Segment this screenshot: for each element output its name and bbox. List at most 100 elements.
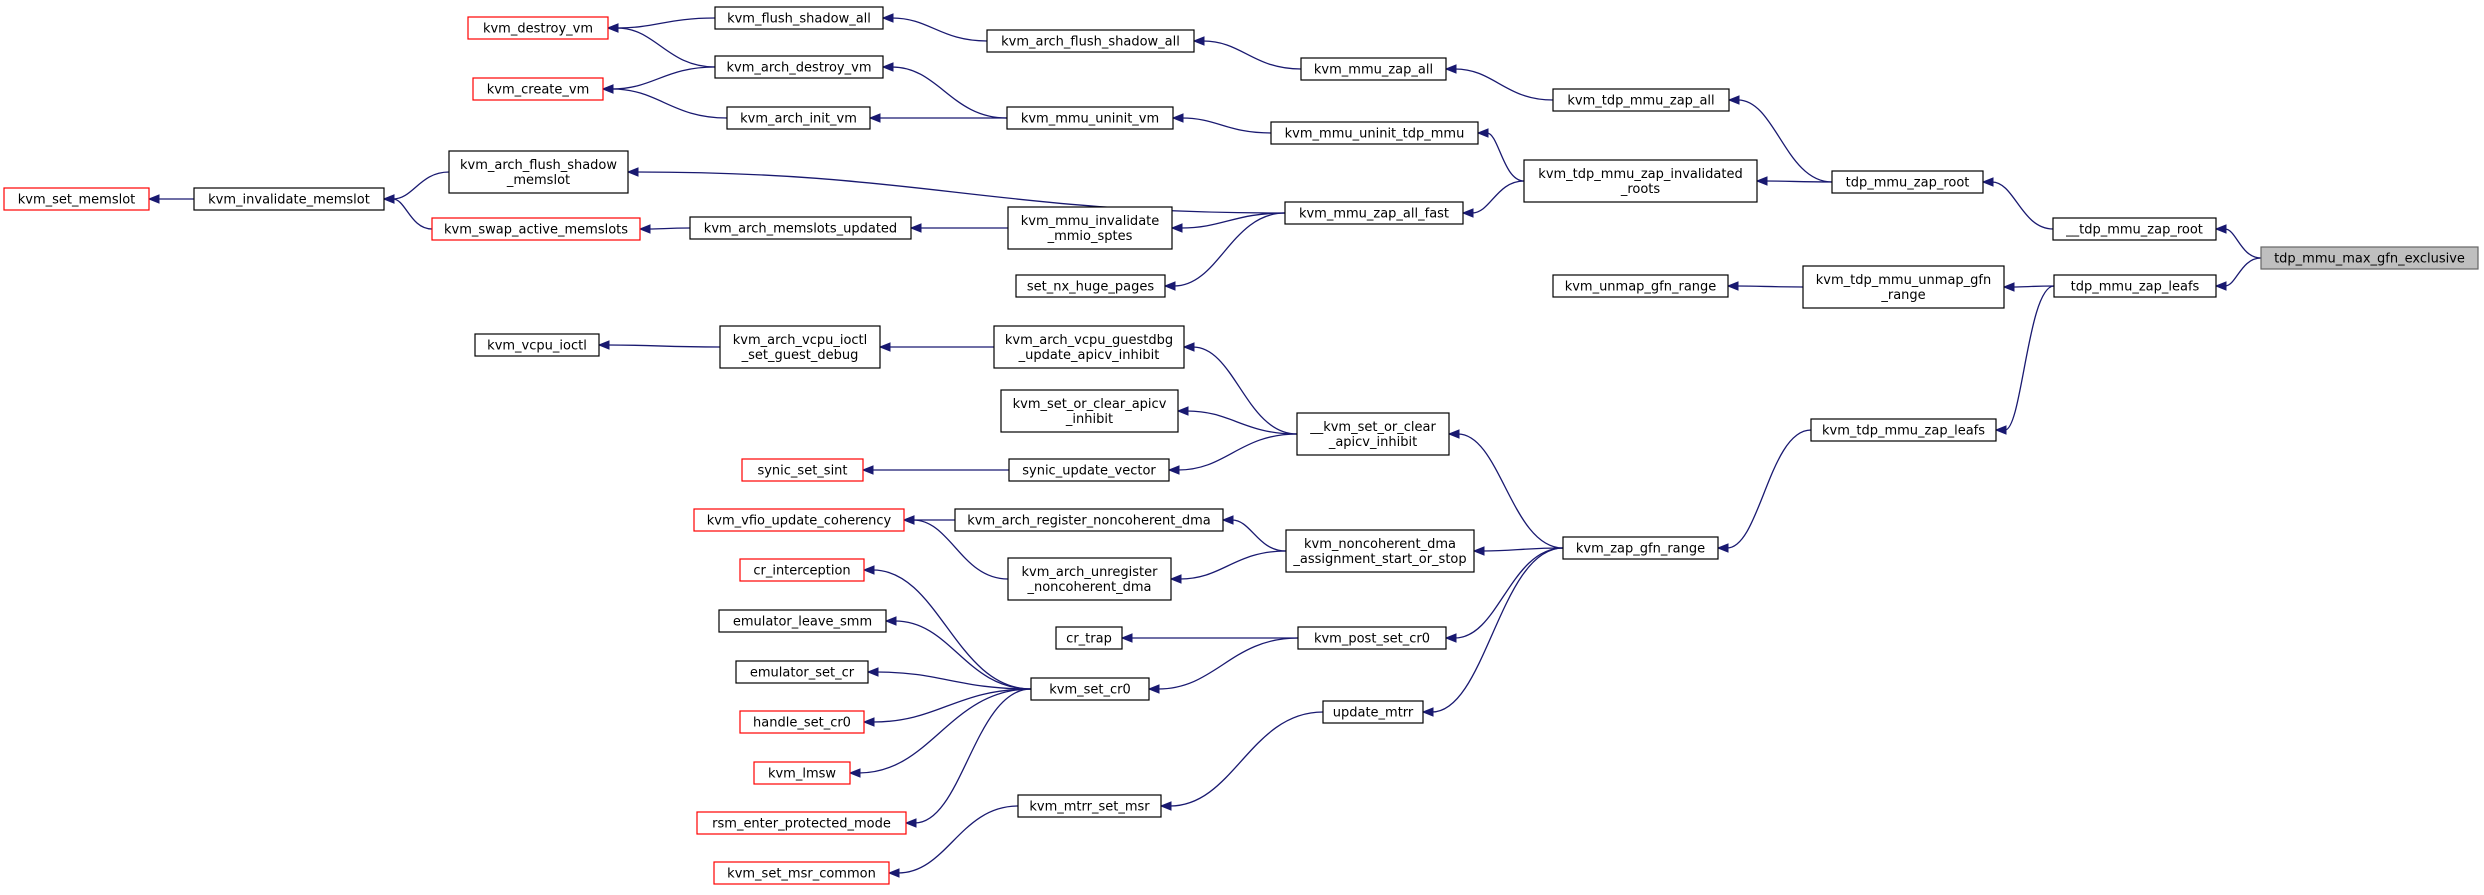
node-box[interactable] (753, 761, 851, 785)
node-box[interactable] (739, 558, 865, 582)
node-kvm-tdp-mmu-zap-invalidated-roots[interactable]: kvm_tdp_mmu_zap_invalidated_roots (1523, 159, 1758, 203)
node-kvm-destroy-vm[interactable]: kvm_destroy_vm (467, 16, 609, 40)
node-kvm-set-msr-common[interactable]: kvm_set_msr_common (713, 861, 890, 885)
node-kvm-set-or-clear-apicv-inhibit[interactable]: __kvm_set_or_clear_apicv_inhibit (1296, 412, 1450, 456)
node-box[interactable] (1322, 700, 1424, 724)
node-set-nx-huge-pages[interactable]: set_nx_huge_pages (1015, 274, 1166, 298)
node-kvm-tdp-mmu-zap-leafs[interactable]: kvm_tdp_mmu_zap_leafs (1810, 418, 1997, 442)
node-kvm-flush-shadow-all[interactable]: kvm_flush_shadow_all (714, 6, 884, 30)
node-kvm-arch-unregister-noncoherent-dma[interactable]: kvm_arch_unregister_noncoherent_dma (1007, 557, 1172, 601)
node-kvm-zap-gfn-range[interactable]: kvm_zap_gfn_range (1562, 536, 1719, 560)
node-box[interactable] (2053, 274, 2217, 298)
node-box[interactable] (467, 16, 609, 40)
node-box[interactable] (993, 325, 1185, 369)
node-kvm-arch-init-vm[interactable]: kvm_arch_init_vm (726, 106, 871, 130)
node-kvm-set-cr0[interactable]: kvm_set_cr0 (1030, 677, 1150, 701)
node-box[interactable] (1300, 57, 1447, 81)
node-emulator-leave-smm[interactable]: emulator_leave_smm (718, 609, 887, 633)
node-kvm-arch-destroy-vm[interactable]: kvm_arch_destroy_vm (714, 55, 884, 79)
node-rsm-enter-protected-mode[interactable]: rsm_enter_protected_mode (696, 811, 907, 835)
node-kvm-mmu-invalidate-mmio-sptes[interactable]: kvm_mmu_invalidate_mmio_sptes (1007, 206, 1173, 250)
node-box[interactable] (735, 660, 869, 684)
node-box[interactable] (431, 217, 641, 241)
node-kvm-create-vm[interactable]: kvm_create_vm (472, 77, 604, 101)
node-box[interactable] (1030, 677, 1150, 701)
node-box[interactable] (1007, 557, 1172, 601)
node-box[interactable] (1552, 274, 1729, 298)
node-box[interactable] (1810, 418, 1997, 442)
node-kvm-mmu-uninit-vm[interactable]: kvm_mmu_uninit_vm (1006, 106, 1174, 130)
node-box[interactable] (713, 861, 890, 885)
node-box[interactable] (472, 77, 604, 101)
node-kvm-arch-register-noncoherent-dma[interactable]: kvm_arch_register_noncoherent_dma (954, 508, 1224, 532)
node-kvm-noncoherent-dma-assignment-start-or-stop[interactable]: kvm_noncoherent_dma_assignment_start_or_… (1285, 529, 1475, 573)
node-box[interactable] (448, 150, 629, 194)
node-box[interactable] (693, 508, 905, 532)
node-box[interactable] (1006, 106, 1174, 130)
node-box[interactable] (1007, 206, 1173, 250)
node-kvm-set-memslot[interactable]: kvm_set_memslot (3, 187, 150, 211)
node-kvm-invalidate-memslot[interactable]: kvm_invalidate_memslot (193, 187, 385, 211)
node-kvm-mmu-uninit-tdp-mmu[interactable]: kvm_mmu_uninit_tdp_mmu (1270, 121, 1479, 145)
node-tdp-mmu-zap-root[interactable]: tdp_mmu_zap_root (1831, 170, 1984, 194)
node-box[interactable] (714, 55, 884, 79)
node-box[interactable] (1552, 88, 1730, 112)
node-box[interactable] (1831, 170, 1984, 194)
node-tdp-mmu-max-gfn-exclusive[interactable]: tdp_mmu_max_gfn_exclusive (2260, 246, 2479, 270)
node-kvm-arch-vcpu-ioctl-set-guest-debug[interactable]: kvm_arch_vcpu_ioctl_set_guest_debug (719, 325, 881, 369)
node-kvm-tdp-mmu-zap-all[interactable]: kvm_tdp_mmu_zap_all (1552, 88, 1730, 112)
node-tdp-mmu-zap-root[interactable]: __tdp_mmu_zap_root (2052, 217, 2217, 241)
node-box[interactable] (954, 508, 1224, 532)
node-box[interactable] (1000, 389, 1179, 433)
node-kvm-vcpu-ioctl[interactable]: kvm_vcpu_ioctl (474, 333, 600, 357)
node-kvm-mtrr-set-msr[interactable]: kvm_mtrr_set_msr (1017, 794, 1162, 818)
node-kvm-mmu-zap-all[interactable]: kvm_mmu_zap_all (1300, 57, 1447, 81)
node-kvm-arch-memslots-updated[interactable]: kvm_arch_memslots_updated (689, 216, 912, 240)
node-kvm-arch-vcpu-guestdbg-update-apicv-inhibit[interactable]: kvm_arch_vcpu_guestdbg_update_apicv_inhi… (993, 325, 1185, 369)
node-kvm-vfio-update-coherency[interactable]: kvm_vfio_update_coherency (693, 508, 905, 532)
node-synic-set-sint[interactable]: synic_set_sint (741, 458, 864, 482)
node-box[interactable] (718, 609, 887, 633)
node-synic-update-vector[interactable]: synic_update_vector (1008, 458, 1170, 482)
node-box[interactable] (689, 216, 912, 240)
node-cr-interception[interactable]: cr_interception (739, 558, 865, 582)
node-box[interactable] (1055, 626, 1123, 650)
node-kvm-set-or-clear-apicv-inhibit[interactable]: kvm_set_or_clear_apicv_inhibit (1000, 389, 1179, 433)
node-kvm-lmsw[interactable]: kvm_lmsw (753, 761, 851, 785)
node-box[interactable] (714, 6, 884, 30)
node-kvm-unmap-gfn-range[interactable]: kvm_unmap_gfn_range (1552, 274, 1729, 298)
node-box[interactable] (1297, 626, 1447, 650)
node-box[interactable] (719, 325, 881, 369)
node-box[interactable] (726, 106, 871, 130)
node-box[interactable] (1017, 794, 1162, 818)
node-kvm-arch-flush-shadow-all[interactable]: kvm_arch_flush_shadow_all (986, 29, 1195, 53)
node-tdp-mmu-zap-leafs[interactable]: tdp_mmu_zap_leafs (2053, 274, 2217, 298)
node-update-mtrr[interactable]: update_mtrr (1322, 700, 1424, 724)
node-box[interactable] (739, 710, 865, 734)
node-box[interactable] (2052, 217, 2217, 241)
node-box[interactable] (1285, 529, 1475, 573)
node-box[interactable] (1802, 265, 2005, 309)
node-box[interactable] (696, 811, 907, 835)
node-box[interactable] (193, 187, 385, 211)
node-kvm-post-set-cr0[interactable]: kvm_post_set_cr0 (1297, 626, 1447, 650)
node-box[interactable] (1008, 458, 1170, 482)
node-box[interactable] (986, 29, 1195, 53)
node-box[interactable] (1296, 412, 1450, 456)
node-emulator-set-cr[interactable]: emulator_set_cr (735, 660, 869, 684)
node-kvm-tdp-mmu-unmap-gfn-range[interactable]: kvm_tdp_mmu_unmap_gfn_range (1802, 265, 2005, 309)
node-box[interactable] (1015, 274, 1166, 298)
node-box[interactable] (3, 187, 150, 211)
node-box[interactable] (2260, 246, 2479, 270)
node-kvm-arch-flush-shadow-memslot[interactable]: kvm_arch_flush_shadow_memslot (448, 150, 629, 194)
node-box[interactable] (1562, 536, 1719, 560)
node-box[interactable] (741, 458, 864, 482)
node-handle-set-cr0[interactable]: handle_set_cr0 (739, 710, 865, 734)
node-box[interactable] (474, 333, 600, 357)
node-box[interactable] (1284, 201, 1464, 225)
node-box[interactable] (1523, 159, 1758, 203)
node-kvm-mmu-zap-all-fast[interactable]: kvm_mmu_zap_all_fast (1284, 201, 1464, 225)
node-box[interactable] (1270, 121, 1479, 145)
node-kvm-swap-active-memslots[interactable]: kvm_swap_active_memslots (431, 217, 641, 241)
node-cr-trap[interactable]: cr_trap (1055, 626, 1123, 650)
